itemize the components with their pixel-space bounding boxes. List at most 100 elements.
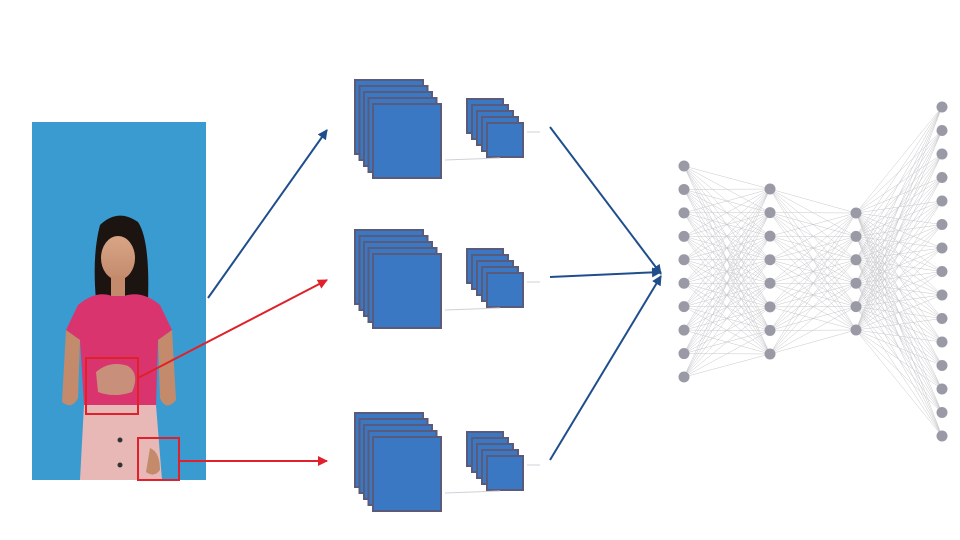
cnn-branch-2 bbox=[354, 229, 540, 329]
network-node bbox=[678, 348, 690, 360]
network-edge bbox=[683, 188, 771, 354]
network-node bbox=[764, 230, 776, 242]
network-node bbox=[936, 195, 948, 207]
network-edge bbox=[855, 106, 943, 237]
network-edge bbox=[683, 165, 771, 190]
arrow-hand-to-branch-2 bbox=[137, 279, 328, 379]
network-edge bbox=[855, 153, 943, 331]
network-node bbox=[678, 254, 690, 266]
network-node bbox=[850, 301, 862, 313]
arrow-branch-1-to-network bbox=[549, 126, 662, 275]
network-node bbox=[764, 348, 776, 360]
network-edge bbox=[855, 294, 943, 331]
network-edge bbox=[769, 212, 857, 355]
network-edge bbox=[855, 318, 943, 331]
cnn-branch-1 bbox=[354, 79, 540, 179]
network-edge bbox=[683, 188, 771, 307]
network-node bbox=[678, 371, 690, 383]
network-edge bbox=[683, 306, 771, 378]
network-edge bbox=[683, 259, 771, 378]
network-node bbox=[936, 289, 948, 301]
network-edge bbox=[769, 283, 857, 355]
network-node bbox=[936, 125, 948, 136]
network-edge bbox=[855, 177, 943, 331]
network-node bbox=[850, 277, 862, 289]
connection-line bbox=[444, 490, 501, 494]
network-node bbox=[678, 160, 690, 172]
network-edge bbox=[683, 188, 771, 331]
network-edge bbox=[855, 200, 943, 331]
network-node bbox=[850, 230, 862, 242]
feature-map-large bbox=[372, 253, 442, 329]
network-node bbox=[850, 254, 862, 266]
skirt bbox=[80, 405, 162, 480]
arrow-branch-2-to-network bbox=[549, 267, 662, 278]
network-edge bbox=[683, 330, 771, 378]
network-edge bbox=[769, 236, 857, 355]
network-node bbox=[936, 430, 948, 442]
feature-map-small bbox=[486, 122, 524, 158]
network-edge bbox=[855, 106, 943, 307]
network-edge bbox=[769, 212, 857, 284]
network-node bbox=[936, 101, 948, 113]
network-edge bbox=[855, 329, 943, 413]
network-node bbox=[850, 324, 862, 336]
network-node bbox=[936, 360, 948, 371]
cnn-branches bbox=[354, 79, 540, 512]
arrow-branch-3-to-network bbox=[549, 275, 662, 461]
network-layer-3 bbox=[850, 207, 862, 336]
network-edge bbox=[855, 106, 943, 214]
network-layer-2 bbox=[764, 183, 776, 360]
network-node bbox=[678, 230, 690, 242]
network-edge bbox=[769, 306, 857, 355]
network-edge bbox=[855, 271, 943, 331]
network-edge bbox=[683, 188, 771, 260]
network-edge bbox=[769, 188, 857, 214]
network-node bbox=[678, 301, 690, 313]
connection-line bbox=[444, 307, 501, 311]
network-node bbox=[764, 254, 776, 266]
arrow-frame-to-branch-1 bbox=[207, 129, 328, 299]
network-edge bbox=[683, 212, 771, 378]
network-node bbox=[936, 407, 948, 418]
network-edge bbox=[683, 188, 771, 214]
network-edge bbox=[683, 283, 771, 378]
pink-top bbox=[66, 294, 172, 405]
network-node bbox=[764, 301, 776, 313]
network-edges bbox=[683, 106, 943, 437]
network-edge bbox=[855, 106, 943, 331]
fully-connected-network bbox=[678, 101, 948, 442]
network-edge bbox=[855, 106, 943, 284]
lower-region-box bbox=[137, 437, 180, 481]
network-layer-4 bbox=[936, 101, 948, 442]
feature-map-large bbox=[372, 103, 442, 179]
network-edge bbox=[855, 130, 943, 331]
network-edge bbox=[683, 236, 771, 378]
feature-map-small bbox=[486, 455, 524, 491]
hand-region-box bbox=[85, 357, 139, 415]
network-node bbox=[678, 324, 690, 336]
network-edge bbox=[855, 329, 943, 390]
network-edge bbox=[769, 329, 857, 355]
network-edge bbox=[855, 329, 943, 437]
network-node bbox=[936, 242, 948, 254]
network-node bbox=[764, 183, 776, 195]
network-node bbox=[764, 207, 776, 219]
network-edge bbox=[683, 188, 771, 284]
network-layer-1 bbox=[678, 160, 690, 383]
network-edge bbox=[769, 212, 857, 260]
connection-line bbox=[444, 157, 501, 161]
network-edge bbox=[769, 212, 857, 331]
network-edge bbox=[769, 212, 857, 308]
network-node bbox=[936, 383, 948, 395]
cnn-branch-3 bbox=[354, 412, 540, 512]
face bbox=[101, 236, 135, 280]
network-node bbox=[678, 183, 690, 195]
network-edge bbox=[769, 212, 857, 237]
feature-map-large bbox=[372, 436, 442, 512]
network-node bbox=[936, 219, 948, 230]
person-signing-photo bbox=[32, 122, 206, 481]
network-edge bbox=[855, 106, 943, 260]
